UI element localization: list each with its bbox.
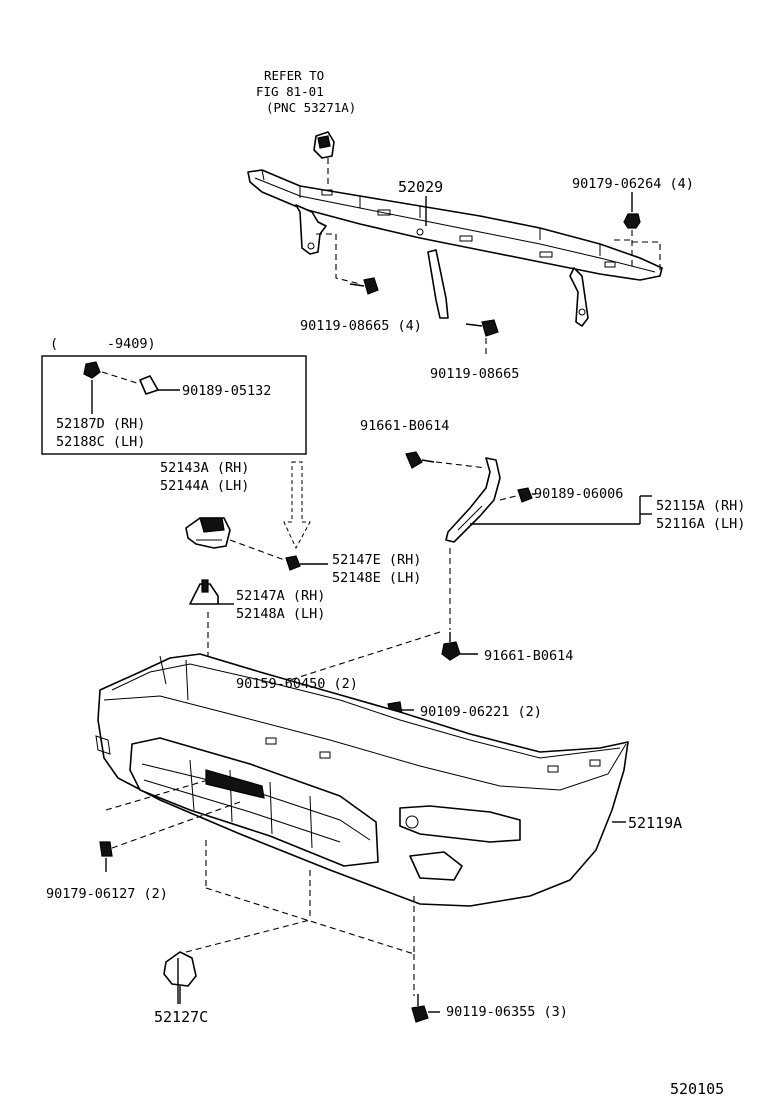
label-52148A: 52148A (LH) xyxy=(236,606,325,622)
label-52188C: 52188C (LH) xyxy=(56,434,145,450)
lower-guides xyxy=(185,840,415,996)
bumper-cover-52119A xyxy=(95,653,629,907)
nut-90189-06006-icon xyxy=(499,487,536,503)
label-90179-06264: 90179-06264 (4) xyxy=(572,176,694,192)
label-91661-top: 91661-B0614 xyxy=(360,418,449,434)
label-52115A: 52115A (RH) xyxy=(656,498,745,514)
figure-number: 520105 xyxy=(670,1080,724,1098)
label-90119-08665-4: 90119-08665 (4) xyxy=(300,318,422,334)
hood-lock-support-clip xyxy=(313,131,335,188)
label-90119-06355: 90119-06355 (3) xyxy=(446,1004,568,1020)
label-90159-60450: 90159-60450 (2) xyxy=(236,676,358,692)
bolt-90119-06355-icon xyxy=(411,994,440,1023)
bumper-reinforcement xyxy=(247,169,663,327)
bolt-91661-top-icon xyxy=(405,451,487,469)
retainer-52147A xyxy=(189,579,234,605)
label-90119-08665: 90119-08665 xyxy=(430,366,519,382)
bolt-90119-08665-right-icon xyxy=(465,319,499,358)
label-91661-bottom: 91661-B0614 xyxy=(484,648,573,664)
clip-52147E-icon xyxy=(285,555,328,571)
label-90189-05132: 90189-05132 xyxy=(182,383,271,399)
refer-note-line2: FIG 81-01 xyxy=(256,84,324,99)
label-52029: 52029 xyxy=(398,178,443,196)
nut-90179-06264-icon xyxy=(614,213,661,270)
bolt-91661-bottom-icon xyxy=(239,548,478,697)
label-52148E: 52148E (LH) xyxy=(332,570,421,586)
cap-52127C xyxy=(163,951,197,1004)
label-52116A: 52116A (LH) xyxy=(656,516,745,532)
down-arrow xyxy=(283,461,311,550)
refer-note-line1: REFER TO xyxy=(264,68,324,83)
early-parts-box xyxy=(41,355,307,455)
label-90189-06006: 90189-06006 xyxy=(534,486,623,502)
nut-90179-06127-icon xyxy=(99,779,241,872)
side-bracket-52115A xyxy=(445,457,652,543)
label-52187D: 52187D (RH) xyxy=(56,416,145,432)
label-52147A: 52147A (RH) xyxy=(236,588,325,604)
label-52144A: 52144A (LH) xyxy=(160,478,249,494)
retainer-52143A xyxy=(185,517,291,563)
bolt-90119-08665-left-icon xyxy=(316,233,379,295)
label-52143A: 52143A (RH) xyxy=(160,460,249,476)
label-52127C: 52127C xyxy=(154,1008,208,1026)
label-52119A: 52119A xyxy=(628,814,682,832)
leader-lines xyxy=(177,192,633,1004)
label-90109-06221: 90109-06221 (2) xyxy=(420,704,542,720)
refer-note-line3: (PNC 53271A) xyxy=(266,100,356,115)
label-52147E: 52147E (RH) xyxy=(332,552,421,568)
label-90179-06127: 90179-06127 (2) xyxy=(46,886,168,902)
box-header: ( -9409) xyxy=(50,336,156,352)
